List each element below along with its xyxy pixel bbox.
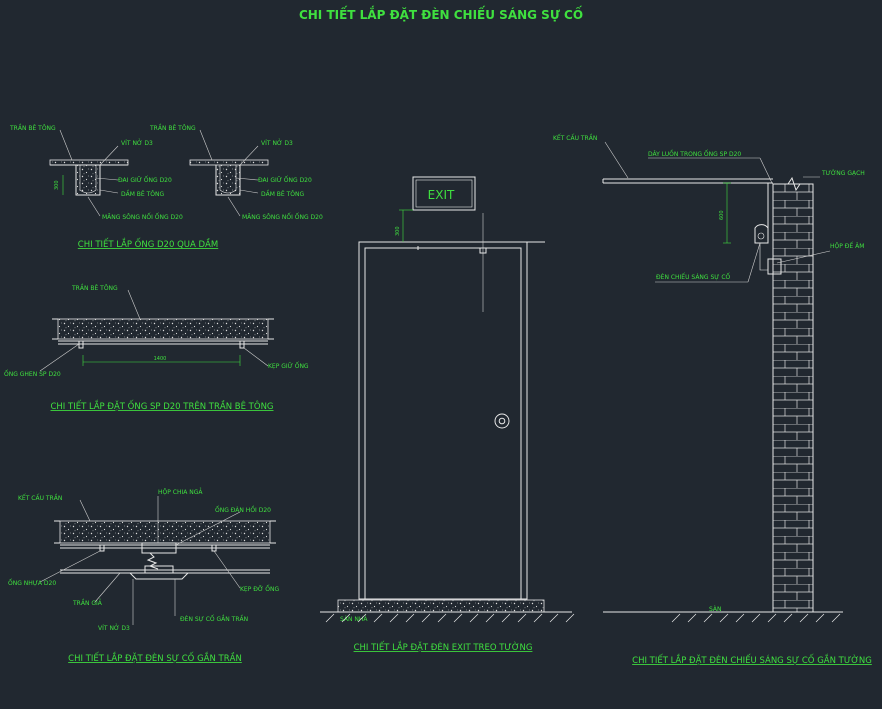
beam-label-slab-left: TRẦN BÊ TÔNG [9,124,56,132]
beam-label-screw-right: VÍT NỞ D3 [261,139,293,147]
ceiling-detail [39,496,276,625]
wall-label-lamp: ĐÈN CHIẾU SÁNG SỰ CỐ [656,273,731,281]
ceiling-label-structure: KẾT CẤU TRẦN [18,494,62,502]
ceiling-label-flex: ỐNG ĐÀN HỒI D20 [215,505,271,514]
hatch-tick [421,613,431,623]
hatch-tick [357,613,367,623]
hatch-tick [751,613,761,623]
wall-detail [602,141,843,613]
hatch-tick [549,613,559,623]
hatch-tick [501,613,511,623]
beam-detail-left [49,129,129,217]
slab-detail-caption: CHI TIẾT LẮP ĐẶT ỐNG SP D20 TRÊN TRẦN BÊ… [50,399,273,412]
ceiling-label-screw: VÍT NỞ D3 [98,624,130,632]
ceiling-label-lamp: ĐÈN SỰ CỐ GẮN TRẦN [180,615,248,623]
hatch-tick [687,613,697,623]
hatch-tick [735,613,745,623]
beam-dim-left: 300 [54,180,60,190]
wall-dim: 600 [719,210,725,220]
slab-dim: 1400 [154,356,167,362]
hatch-tick [783,613,793,623]
hatch-tick [325,613,335,623]
ceiling-label-pvc: ỐNG NHỰA D20 [8,579,56,587]
hatch-tick [373,613,383,623]
beam-label-screw-left: VÍT NỞ D3 [121,139,153,147]
exit-sign-text: EXIT [428,188,455,202]
beam-label-conduit-left: MĂNG SÔNG NỐI ỐNG D20 [102,213,183,221]
exit-detail-caption: CHI TIẾT LẮP ĐẶT ĐÈN EXIT TREO TƯỜNG [354,640,533,653]
beam-label-clamp-left: ĐAI GIỮ ỐNG D20 [118,176,172,184]
hatch-tick [831,613,841,623]
hatch-tick [453,613,463,623]
beam-label-clamp-right: ĐAI GIỮ ỐNG D20 [258,176,312,184]
slab-detail [39,289,274,372]
slab-label-slab: TRẦN BÊ TÔNG [71,284,118,292]
wall-label-floor: SÀN [709,606,722,613]
ceiling-label-box: HỘP CHIA NGẢ [158,488,203,496]
wall-label-wire: DÂY LUỒN TRONG ỐNG SP D20 [648,149,741,158]
wall-label-box: HỘP ĐẾ ÂM [830,242,864,250]
exit-detail [320,176,572,613]
beam-label-beam-right: DẦM BÊ TÔNG [261,190,304,198]
ceiling-label-false: TRẦN GIẢ [72,599,103,607]
floor-hatch [325,613,841,623]
beam-label-slab-right: TRẦN BÊ TÔNG [149,124,196,132]
hatch-tick [485,613,495,623]
exit-dim: 300 [395,226,401,236]
hatch-tick [799,613,809,623]
beam-detail-caption: CHI TIẾT LẮP ỐNG D20 QUA DẦM [78,237,218,250]
hatch-tick [389,613,399,623]
ceiling-detail-caption: CHI TIẾT LẮP ĐẶT ĐÈN SỰ CỐ GẮN TRẦN [68,651,242,664]
beam-label-beam-left: DẦM BÊ TÔNG [121,190,164,198]
hatch-tick [703,613,713,623]
exit-label-floor: SÀN NHÀ [340,616,368,623]
hatch-tick [341,613,351,623]
hatch-tick [565,613,575,623]
hatch-tick [533,613,543,623]
hatch-tick [517,613,527,623]
hatch-tick [719,613,729,623]
drawing-title: CHI TIẾT LẮP ĐẶT ĐÈN CHIẾU SÁNG SỰ CỐ [299,5,583,22]
wall-detail-caption: CHI TIẾT LẮP ĐẶT ĐÈN CHIẾU SÁNG SỰ CỐ GẮ… [632,653,872,666]
hatch-tick [767,613,777,623]
hatch-tick [437,613,447,623]
beam-detail-right [189,129,269,217]
slab-label-pipe: ỐNG GHEN SP D20 [4,370,61,378]
hatch-tick [815,613,825,623]
ceiling-label-clamp: KẸP ĐỠ ỐNG [240,585,279,593]
hatch-tick [405,613,415,623]
slab-label-clip: KẸP GIỮ ỐNG [268,362,309,370]
wall-label-structure: KẾT CẤU TRẦN [553,134,597,142]
hatch-tick [671,613,681,623]
beam-label-conduit-right: MĂNG SÔNG NỐI ỐNG D20 [242,213,323,221]
hatch-tick [469,613,479,623]
wall-label-wall: TƯỜNG GẠCH [821,170,865,177]
